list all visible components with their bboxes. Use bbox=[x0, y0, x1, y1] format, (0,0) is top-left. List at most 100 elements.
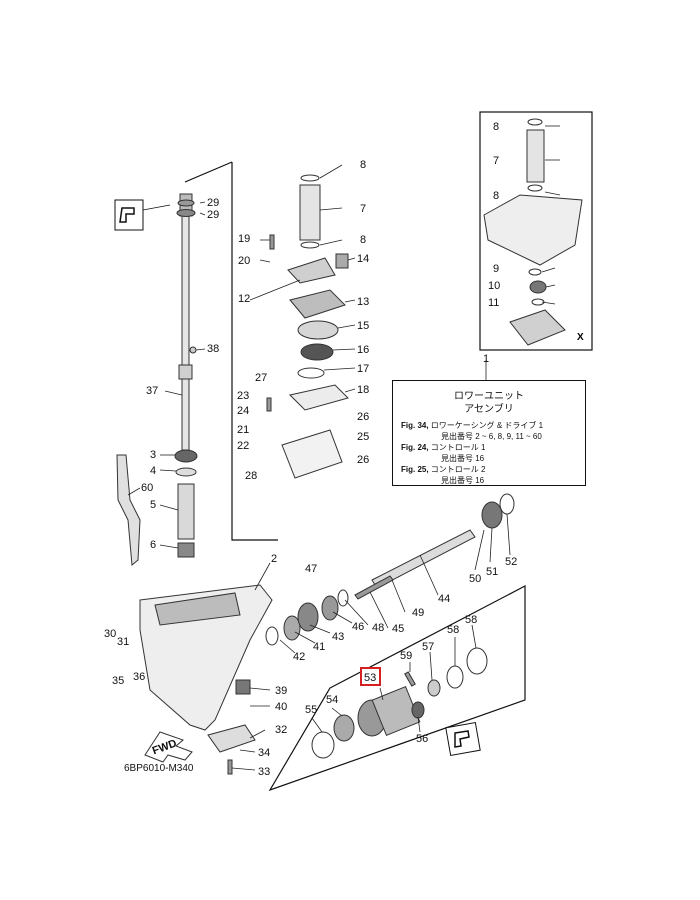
callout-1: 1 bbox=[483, 353, 489, 365]
callout-inset-10: 10 bbox=[488, 280, 500, 292]
part-bolt-23 bbox=[266, 397, 272, 412]
callout-18: 18 bbox=[357, 384, 369, 396]
part-bearing-41 bbox=[283, 615, 301, 641]
legend-title-line1: ロワーユニット bbox=[454, 391, 524, 402]
callout-29a: 29 bbox=[207, 197, 219, 209]
callout-inset-8b: 8 bbox=[493, 190, 499, 202]
legend-row: 見出番号 16 bbox=[393, 475, 585, 486]
legend-row-text: 見出番号 16 bbox=[441, 476, 485, 485]
callout-29b: 29 bbox=[207, 209, 219, 221]
part-bearing-3 bbox=[174, 449, 198, 463]
callout-45: 45 bbox=[392, 623, 404, 635]
part-shim-42 bbox=[265, 626, 279, 646]
callout-56: 56 bbox=[416, 733, 428, 745]
callout-47: 47 bbox=[305, 563, 317, 575]
part-inset-seal-10 bbox=[529, 280, 547, 294]
callout-58a: 58 bbox=[447, 624, 459, 636]
callout-57: 57 bbox=[422, 641, 434, 653]
part-bolt-33 bbox=[227, 759, 233, 775]
drive-shaft-group bbox=[116, 193, 198, 566]
legend-rows: Fig. 34, ロワーケーシング & ドライブ 1 見出番号 2 ~ 6, 8,… bbox=[393, 420, 585, 486]
part-pin-45 bbox=[354, 575, 394, 600]
callout-19: 19 bbox=[238, 233, 250, 245]
leader-lines bbox=[127, 125, 561, 771]
part-shaft-37 bbox=[181, 214, 190, 451]
part-housing-13 bbox=[289, 289, 346, 319]
callout-labels: 8 7 8 14 12 13 15 16 17 18 19 20 27 23 2… bbox=[104, 121, 517, 778]
callout-27: 27 bbox=[255, 372, 267, 384]
callout-51: 51 bbox=[486, 566, 498, 578]
callout-20: 20 bbox=[238, 255, 250, 267]
callout-48: 48 bbox=[372, 622, 384, 634]
part-ring-4 bbox=[175, 467, 197, 477]
callout-28: 28 bbox=[245, 470, 257, 482]
part-rod-60 bbox=[116, 454, 141, 566]
callout-26b: 26 bbox=[357, 454, 369, 466]
legend-fig-ref: Fig. 24, bbox=[401, 443, 429, 452]
legend-row-text: 見出番号 2 ~ 6, 8, 9, 11 ~ 60 bbox=[441, 432, 542, 441]
part-bearing-54 bbox=[333, 714, 355, 742]
part-inset-casing bbox=[483, 194, 583, 266]
callout-13: 13 bbox=[357, 296, 369, 308]
callout-21: 21 bbox=[237, 424, 249, 436]
part-plate-18 bbox=[289, 384, 349, 411]
callout-8b: 8 bbox=[360, 234, 366, 246]
part-inset-tube-7 bbox=[526, 129, 545, 183]
callout-8a: 8 bbox=[360, 159, 366, 171]
legend-fig-ref: Fig. 34, bbox=[401, 421, 429, 430]
part-pin-38 bbox=[189, 346, 197, 354]
part-bolt-19 bbox=[269, 234, 275, 250]
callout-35: 35 bbox=[112, 675, 124, 687]
callout-36: 36 bbox=[133, 671, 145, 683]
callout-12: 12 bbox=[238, 293, 250, 305]
legend-row-text: コントロール 2 bbox=[428, 465, 486, 474]
callout-33: 33 bbox=[258, 766, 270, 778]
callout-6: 6 bbox=[150, 539, 156, 551]
callout-40: 40 bbox=[275, 701, 287, 713]
prop-shaft-group bbox=[265, 493, 515, 759]
legend-box: ロワーユニット アセンブリ Fig. 34, ロワーケーシング & ドライブ 1… bbox=[392, 380, 586, 486]
callout-23: 23 bbox=[237, 390, 249, 402]
part-seal-29b bbox=[176, 209, 196, 217]
part-anode-32 bbox=[207, 724, 256, 753]
callout-60: 60 bbox=[141, 482, 153, 494]
legend-title-line2: アセンブリ bbox=[464, 404, 514, 415]
part-bearing-6 bbox=[177, 542, 195, 558]
callout-44: 44 bbox=[438, 593, 450, 605]
part-bolt-59 bbox=[404, 671, 416, 687]
legend-row: 見出番号 16 bbox=[393, 453, 585, 464]
legend-row: Fig. 25, コントロール 2 bbox=[393, 464, 585, 475]
legend-row: Fig. 24, コントロール 1 bbox=[393, 442, 585, 453]
callout-46: 46 bbox=[352, 621, 364, 633]
water-pump-group bbox=[266, 174, 349, 479]
callout-59: 59 bbox=[400, 650, 412, 662]
lower-casing-group bbox=[139, 584, 273, 775]
callout-39: 39 bbox=[275, 685, 287, 697]
callout-inset-11: 11 bbox=[488, 297, 499, 309]
part-tube-7 bbox=[299, 184, 321, 241]
part-bracket-12 bbox=[287, 257, 336, 284]
legend-row-text: ロワーケーシング & ドライブ 1 bbox=[428, 421, 544, 430]
part-oring-17 bbox=[297, 367, 325, 379]
callout-50: 50 bbox=[469, 573, 481, 585]
part-oring-58b bbox=[466, 647, 488, 675]
part-sleeve-5 bbox=[177, 483, 195, 540]
callout-24: 24 bbox=[237, 405, 249, 417]
legend-row-text: コントロール 1 bbox=[428, 443, 486, 452]
callout-3: 3 bbox=[150, 449, 156, 461]
part-gear-46 bbox=[321, 595, 339, 621]
callout-30: 30 bbox=[104, 628, 116, 640]
callout-34: 34 bbox=[258, 747, 270, 759]
callout-inset-8a: 8 bbox=[493, 121, 499, 133]
inset-frame bbox=[479, 111, 593, 351]
callout-55: 55 bbox=[305, 704, 317, 716]
callout-52: 52 bbox=[505, 556, 517, 568]
legend-row: 見出番号 2 ~ 6, 8, 9, 11 ~ 60 bbox=[393, 431, 585, 442]
callout-2: 2 bbox=[271, 553, 277, 565]
highlighted-callout-53[interactable]: 53 bbox=[360, 667, 381, 686]
part-inset-plate bbox=[509, 309, 566, 346]
callout-53[interactable]: 53 bbox=[364, 672, 376, 684]
callout-41: 41 bbox=[313, 641, 325, 653]
callout-25: 25 bbox=[357, 431, 369, 443]
